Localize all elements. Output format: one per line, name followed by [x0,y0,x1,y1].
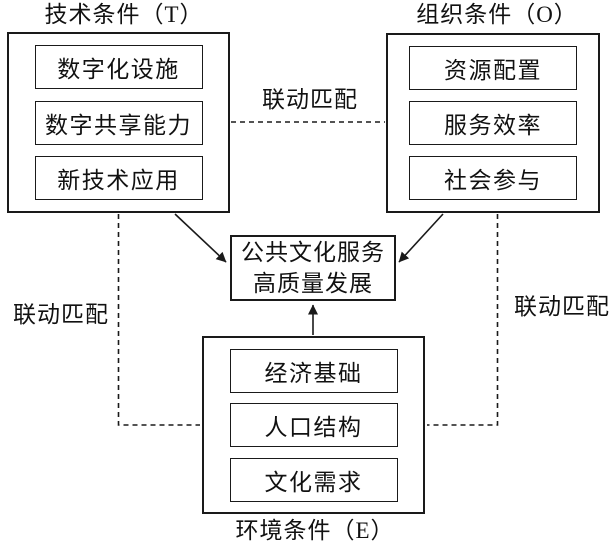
technology-item: 数字共享能力 [34,100,203,145]
organization-item: 服务效率 [409,101,577,145]
link-label-left: 联动匹配 [13,302,109,327]
center-outcome-box: 公共文化服务 高质量发展 [230,235,396,301]
environment-item: 人口结构 [229,403,398,447]
center-outcome-line1: 公共文化服务 [241,240,385,265]
arrow-tech-to-center [174,213,227,263]
environment-item: 文化需求 [229,457,398,502]
technology-title: 技术条件（T） [44,2,204,27]
organization-box: 资源配置 服务效率 社会参与 [386,33,600,213]
organization-title: 组织条件（O） [416,2,578,27]
environment-box: 经济基础 人口结构 文化需求 [202,336,425,514]
environment-item: 经济基础 [229,348,398,393]
link-org-env-dashed [427,214,499,426]
environment-title: 环境条件（E） [235,518,395,543]
center-outcome-line2: 高质量发展 [253,271,373,296]
link-label-top: 联动匹配 [262,87,358,112]
technology-box: 数字化设施 数字共享能力 新技术应用 [7,32,230,213]
link-tech-env-dashed [117,214,200,426]
link-label-right: 联动匹配 [514,294,610,319]
arrow-org-to-center [398,213,444,263]
technology-item: 新技术应用 [34,155,203,200]
organization-item: 资源配置 [409,46,577,90]
organization-item: 社会参与 [409,156,577,200]
technology-item: 数字化设施 [34,45,203,90]
